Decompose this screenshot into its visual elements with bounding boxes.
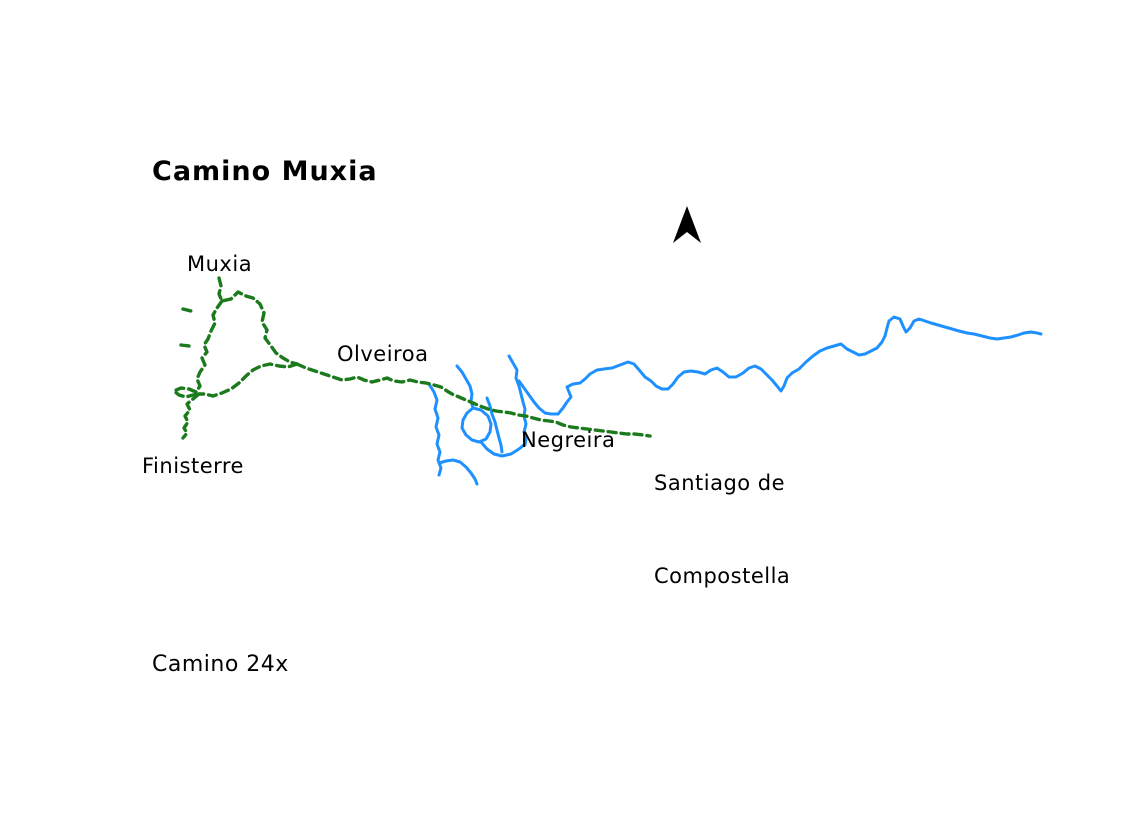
map-title: Camino Muxia	[152, 156, 378, 187]
label-muxia: Muxia	[187, 252, 253, 276]
route-muxia-loop-east	[217, 276, 299, 366]
route-olveiroa-to-santiago	[295, 362, 652, 438]
river-branch-north	[507, 354, 528, 447]
route-junction-hook	[172, 386, 201, 399]
route-muxia-west-coast	[194, 299, 224, 394]
river-branch-feeder	[517, 379, 560, 416]
label-santiago-line1: Santiago de	[654, 471, 786, 495]
label-negreira: Negreira	[521, 428, 616, 452]
north-arrow-icon	[673, 206, 701, 243]
river-branch-south-fork	[437, 458, 479, 486]
label-santiago-line2: Compostella	[654, 564, 791, 588]
camino-route-group	[172, 276, 652, 440]
label-olveiroa: Olveiroa	[337, 342, 429, 366]
label-finisterre: Finisterre	[142, 454, 244, 478]
route-loop-lower-branch	[197, 362, 299, 398]
route-tick-lower	[179, 343, 191, 348]
river-loop	[460, 406, 493, 444]
river-branch-southeast	[479, 440, 527, 458]
river-branch-west-tall	[427, 382, 443, 477]
map-caption: Camino 24x	[152, 652, 289, 677]
river-main-wavy-line	[556, 315, 1043, 416]
route-finisterre-spur	[181, 392, 201, 440]
blue-lines-group	[427, 315, 1043, 486]
label-santiago-de-compostella: Santiago de Compostella	[654, 406, 790, 654]
river-branch-middle	[485, 396, 504, 454]
route-tick-upper	[181, 307, 193, 313]
